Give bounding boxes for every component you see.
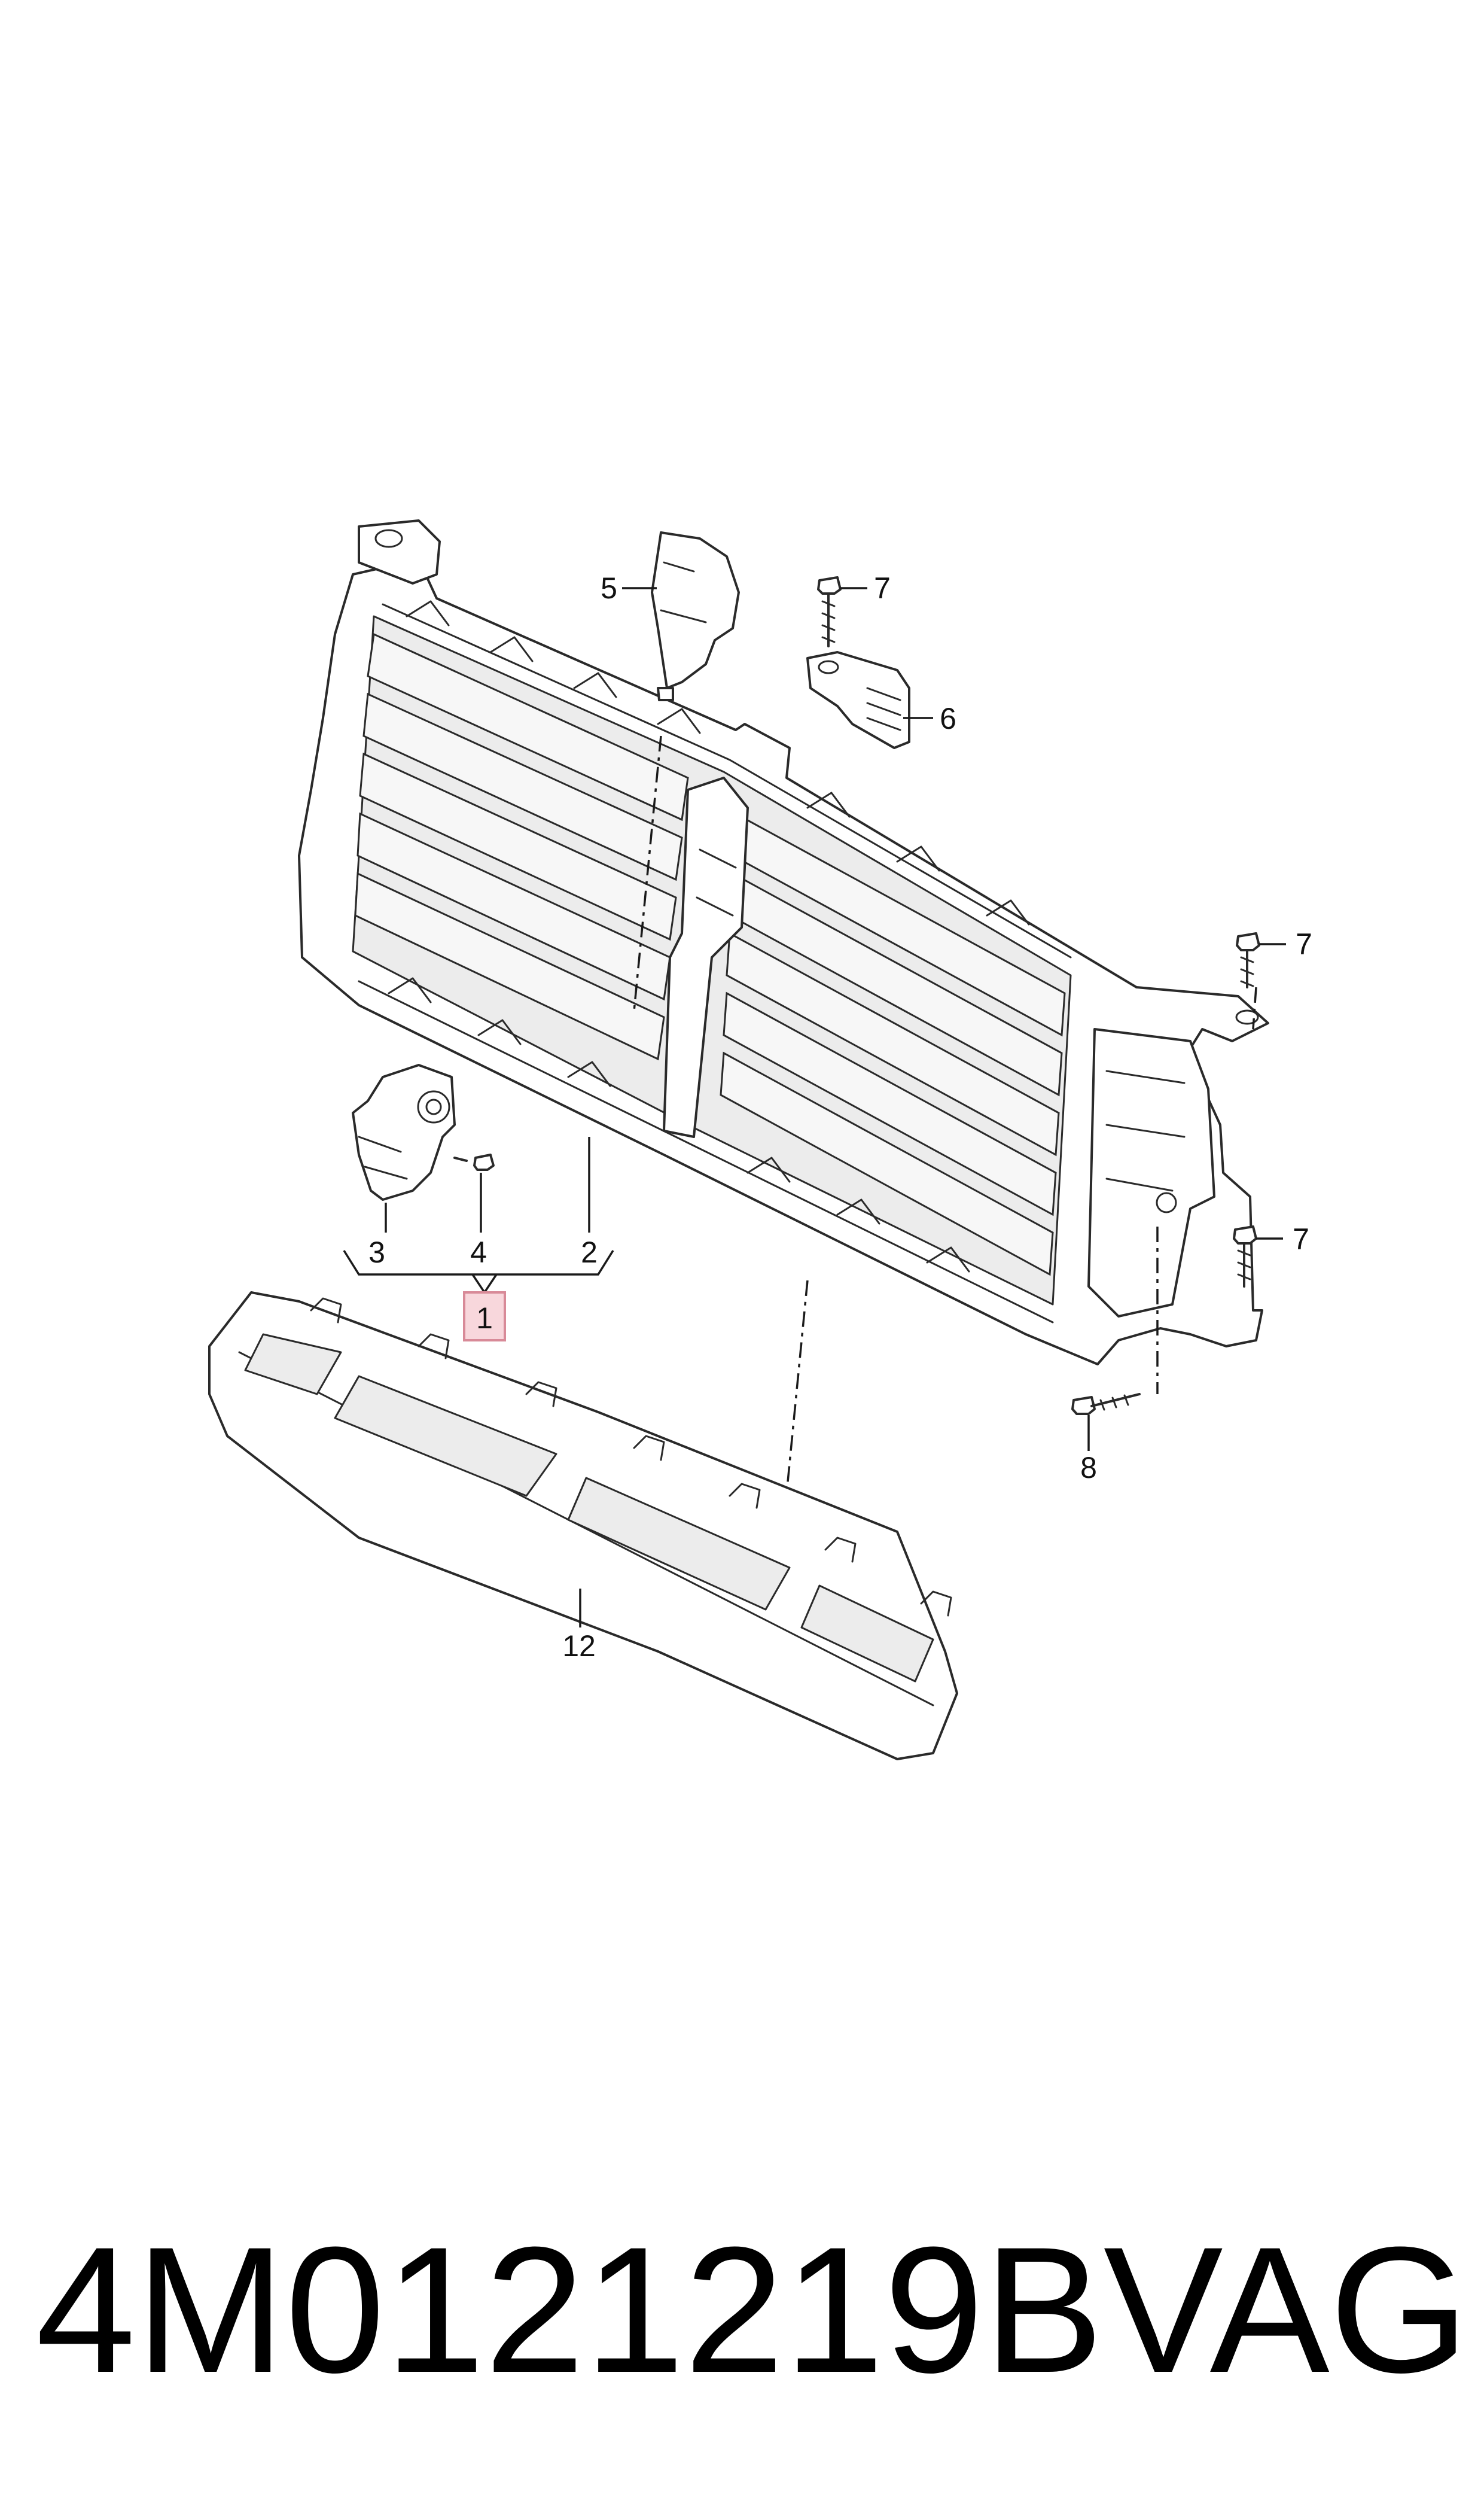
footer: 4M0121219B VAG [36, 2209, 1469, 2410]
alignment-line [1252, 987, 1257, 1030]
brand-name: VAG [1103, 2209, 1470, 2410]
callout-7b: 7 [1296, 927, 1312, 961]
callout-6: 6 [940, 702, 956, 735]
alignment-line [633, 735, 662, 1012]
callout-12: 12 [562, 1629, 596, 1663]
callout-4: 4 [470, 1236, 487, 1269]
callout-2: 2 [581, 1236, 598, 1269]
callout-7a: 7 [874, 571, 891, 605]
callout-5: 5 [601, 571, 617, 605]
screw-part-8 [1071, 1393, 1141, 1415]
actuator-motor-part [352, 1064, 456, 1201]
callout-1: 1 [476, 1301, 493, 1335]
callout-7c: 7 [1293, 1222, 1309, 1256]
screw-part [1236, 932, 1260, 988]
bracket-part [806, 651, 910, 749]
screw-part [1233, 1225, 1257, 1288]
lower-trim-part [208, 1291, 958, 1760]
callout-3: 3 [368, 1236, 385, 1269]
shutter-frame-part [298, 519, 1269, 1365]
callout-8: 8 [1080, 1451, 1097, 1484]
callout-1-highlight [463, 1291, 506, 1341]
small-screw-part [453, 1154, 495, 1171]
screw-part [817, 576, 842, 647]
air-guide-part [651, 531, 740, 701]
part-number: 4M0121219B [36, 2209, 1104, 2410]
